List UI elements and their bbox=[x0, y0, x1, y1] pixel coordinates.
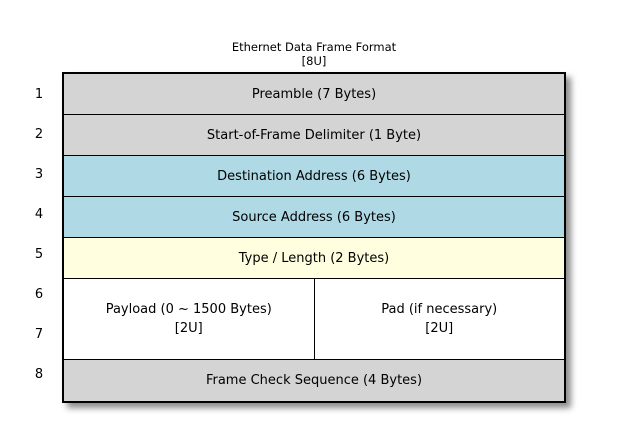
frame-row-fcs: Frame Check Sequence (4 Bytes) bbox=[64, 360, 564, 401]
payload-label: Payload (0 ~ 1500 Bytes) bbox=[105, 302, 272, 317]
row-number-7: 7 bbox=[34, 326, 44, 342]
frame-row-source-address: Source Address (6 Bytes) bbox=[64, 197, 564, 238]
frame-row-label: Preamble (7 Bytes) bbox=[251, 86, 377, 102]
row-number-8: 8 bbox=[34, 366, 44, 382]
pad-sublabel: [2U] bbox=[425, 321, 454, 336]
row-number-4: 4 bbox=[34, 206, 44, 222]
row-number-6: 6 bbox=[34, 286, 44, 302]
frame-row-label: Source Address (6 Bytes) bbox=[232, 209, 396, 225]
frame-row-sfd: Start-of-Frame Delimiter (1 Byte) bbox=[64, 115, 564, 156]
row-number-1: 1 bbox=[34, 86, 44, 102]
frame-row-payload-pad: Payload (0 ~ 1500 Bytes) [2U] Pad (if ne… bbox=[64, 279, 564, 360]
frame-row-label: Start-of-Frame Delimiter (1 Byte) bbox=[206, 127, 422, 143]
row-number-2: 2 bbox=[34, 126, 44, 142]
frame-row-preamble: Preamble (7 Bytes) bbox=[64, 74, 564, 115]
payload-sublabel: [2U] bbox=[174, 321, 203, 336]
frame-row-label: Frame Check Sequence (4 Bytes) bbox=[205, 373, 423, 388]
row-number-3: 3 bbox=[34, 166, 44, 182]
payload-pad-split: Payload (0 ~ 1500 Bytes) [2U] Pad (if ne… bbox=[64, 279, 564, 359]
row-numbers-column: 1 2 3 4 5 6 7 8 bbox=[26, 72, 52, 394]
diagram-title-block: Ethernet Data Frame Format [8U] bbox=[62, 40, 566, 68]
payload-cell: Payload (0 ~ 1500 Bytes) [2U] bbox=[64, 279, 315, 359]
diagram-subtitle: [8U] bbox=[301, 54, 327, 68]
frame-row-type-length: Type / Length (2 Bytes) bbox=[64, 238, 564, 279]
frame-box: Preamble (7 Bytes) Start-of-Frame Delimi… bbox=[62, 72, 566, 403]
frame-row-destination-address: Destination Address (6 Bytes) bbox=[64, 156, 564, 197]
row-number-5: 5 bbox=[34, 246, 44, 262]
frame-diagram: 1 2 3 4 5 6 7 8 Preamble (7 Bytes) Start… bbox=[26, 72, 566, 403]
frame-row-label: Destination Address (6 Bytes) bbox=[217, 168, 411, 184]
pad-label: Pad (if necessary) bbox=[381, 302, 498, 317]
pad-cell: Pad (if necessary) [2U] bbox=[315, 279, 565, 359]
frame-row-label: Type / Length (2 Bytes) bbox=[238, 250, 390, 266]
diagram-title: Ethernet Data Frame Format bbox=[231, 40, 397, 54]
